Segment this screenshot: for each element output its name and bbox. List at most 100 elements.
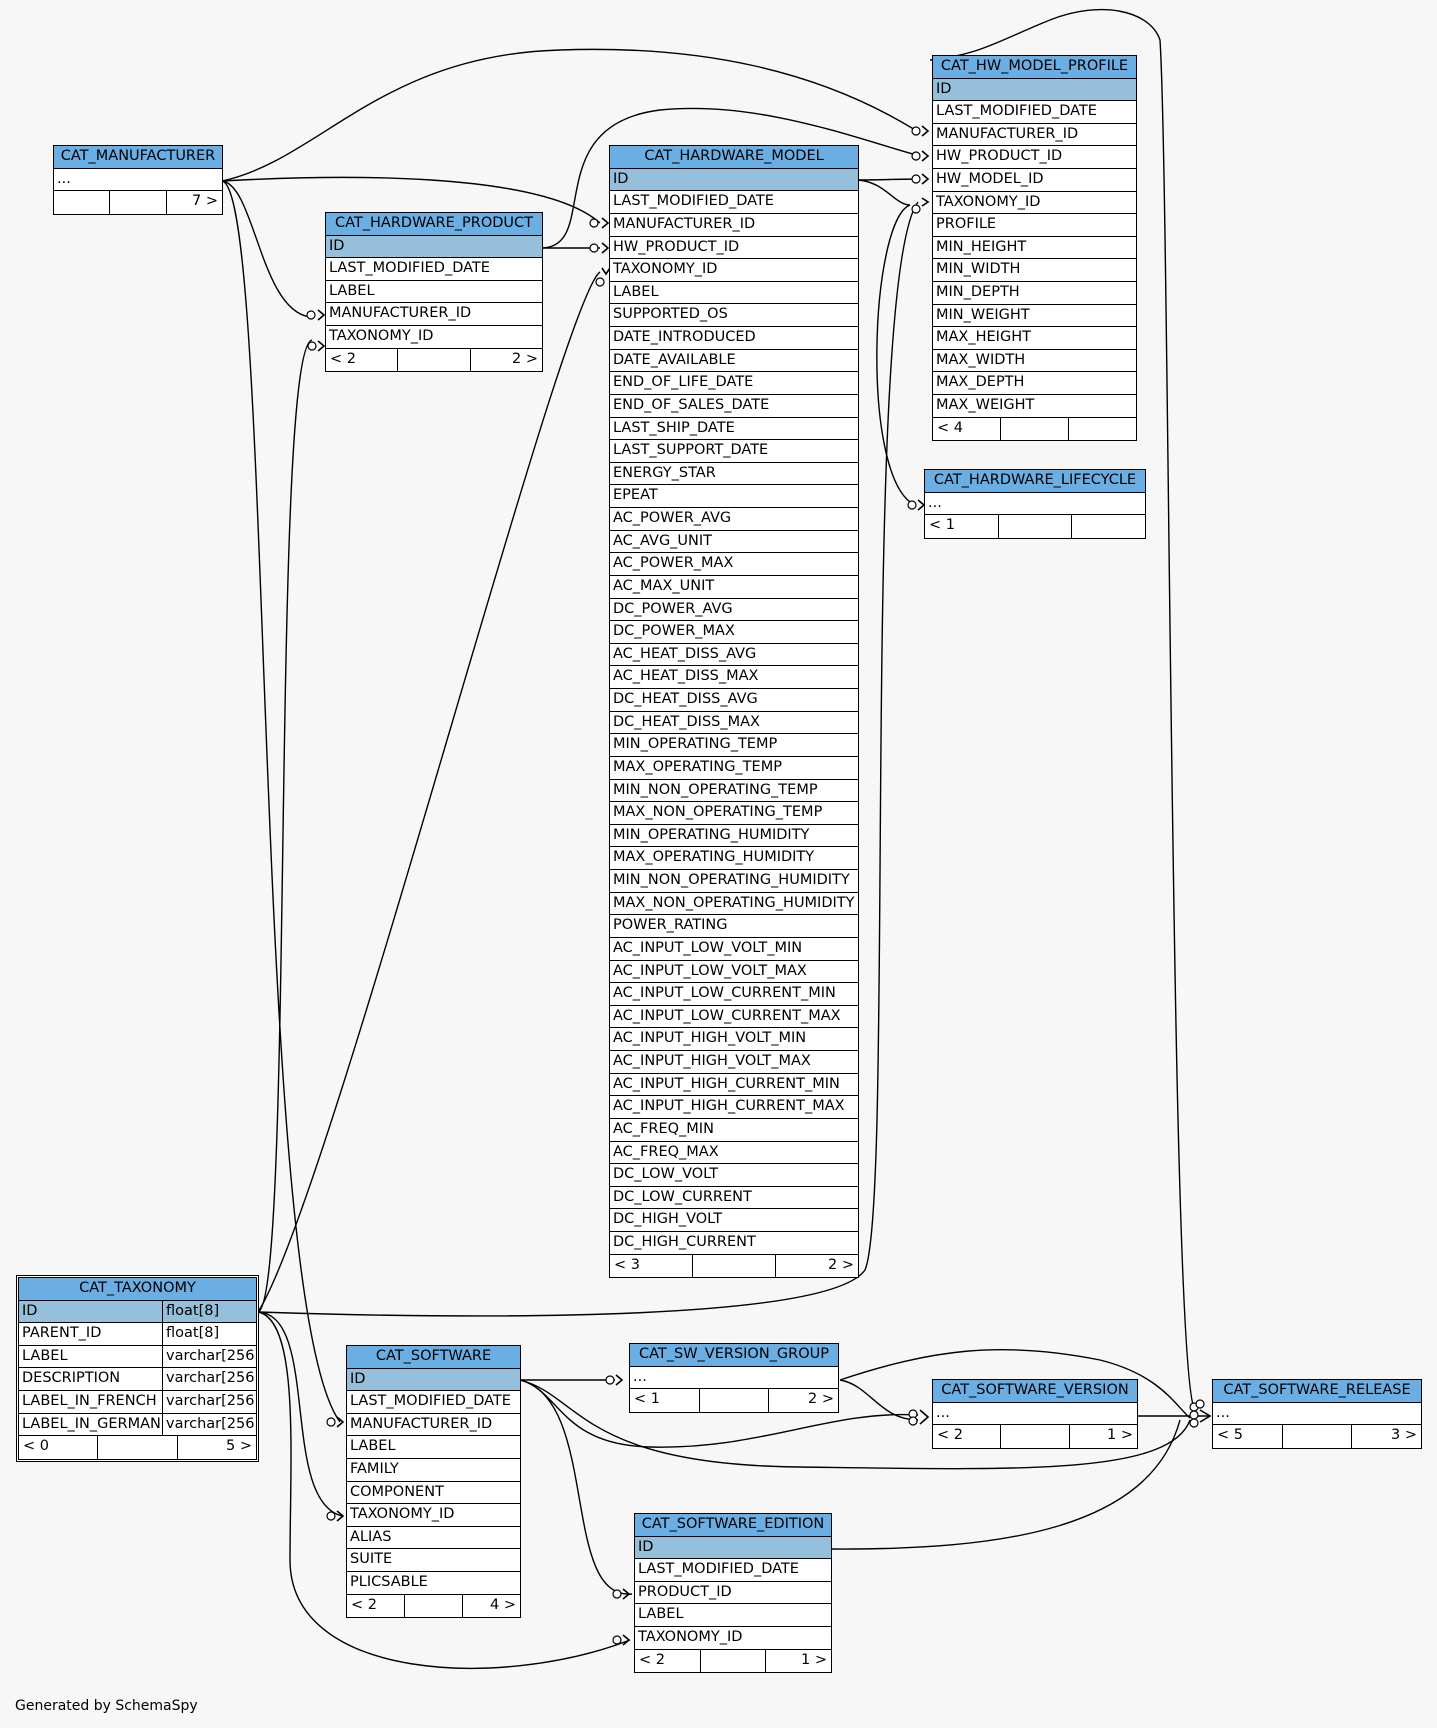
- child-count[interactable]: 5 >: [176, 1436, 256, 1459]
- column-row[interactable]: MIN_NON_OPERATING_HUMIDITY: [610, 870, 858, 893]
- column-row[interactable]: MANUFACTURER_ID: [610, 214, 858, 237]
- child-count[interactable]: 4 >: [462, 1594, 520, 1618]
- column-row[interactable]: AC_HEAT_DISS_AVG: [610, 644, 858, 667]
- column-row[interactable]: MANUFACTURER_ID: [933, 124, 1136, 147]
- column-row[interactable]: FAMILY: [347, 1459, 520, 1482]
- table-header[interactable]: CAT_SOFTWARE_RELEASE: [1213, 1380, 1421, 1403]
- column-row[interactable]: PRODUCT_ID: [635, 1582, 831, 1605]
- table-cat-software-release[interactable]: CAT_SOFTWARE_RELEASE...< 5 3 >: [1212, 1379, 1422, 1449]
- table-header[interactable]: CAT_HARDWARE_MODEL: [610, 146, 858, 169]
- column-row[interactable]: HW_PRODUCT_ID: [610, 237, 858, 260]
- column-row[interactable]: DC_LOW_VOLT: [610, 1164, 858, 1187]
- child-count[interactable]: 2 >: [768, 1389, 838, 1412]
- column-row[interactable]: TAXONOMY_ID: [326, 326, 542, 349]
- parent-count[interactable]: < 4: [937, 419, 963, 436]
- column-row[interactable]: LAST_MODIFIED_DATE: [610, 191, 858, 214]
- table-header[interactable]: CAT_MANUFACTURER: [54, 146, 222, 169]
- column-row[interactable]: MIN_OPERATING_TEMP: [610, 734, 858, 757]
- column-row[interactable]: AC_AVG_UNIT: [610, 531, 858, 554]
- table-header[interactable]: CAT_HARDWARE_LIFECYCLE: [925, 470, 1145, 493]
- column-row[interactable]: MAX_WIDTH: [933, 350, 1136, 373]
- column-row[interactable]: AC_INPUT_LOW_CURRENT_MAX: [610, 1006, 858, 1029]
- column-row[interactable]: HW_PRODUCT_ID: [933, 146, 1136, 169]
- column-row[interactable]: LAST_MODIFIED_DATE: [933, 101, 1136, 124]
- column-row[interactable]: AC_HEAT_DISS_MAX: [610, 666, 858, 689]
- primary-key-row[interactable]: ID: [635, 1536, 831, 1560]
- column-row[interactable]: ...: [933, 1403, 1137, 1426]
- table-header[interactable]: CAT_HARDWARE_PRODUCT: [326, 213, 542, 236]
- table-header[interactable]: CAT_TAXONOMY: [19, 1278, 256, 1301]
- child-count[interactable]: 3 >: [1351, 1425, 1421, 1448]
- parent-count[interactable]: < 2: [330, 350, 356, 367]
- parent-count[interactable]: < 1: [929, 517, 955, 534]
- column-row[interactable]: AC_INPUT_LOW_CURRENT_MIN: [610, 983, 858, 1006]
- parent-count[interactable]: < 1: [634, 1391, 660, 1408]
- primary-key-row[interactable]: ID: [326, 235, 542, 259]
- column-row[interactable]: AC_INPUT_LOW_VOLT_MIN: [610, 938, 858, 961]
- column-row[interactable]: POWER_RATING: [610, 915, 858, 938]
- column-row[interactable]: MIN_NON_OPERATING_TEMP: [610, 780, 858, 803]
- column-row[interactable]: DATE_AVAILABLE: [610, 350, 858, 373]
- column-row[interactable]: DC_HIGH_CURRENT: [610, 1232, 858, 1255]
- primary-key-row[interactable]: ID: [347, 1368, 520, 1392]
- column-row[interactable]: LAST_SHIP_DATE: [610, 418, 858, 441]
- parent-count[interactable]: < 2: [639, 1651, 665, 1668]
- column-row[interactable]: TAXONOMY_ID: [635, 1627, 831, 1650]
- parent-count[interactable]: < 5: [1217, 1427, 1243, 1444]
- column-row[interactable]: MIN_OPERATING_HUMIDITY: [610, 825, 858, 848]
- child-count[interactable]: 7 >: [165, 191, 222, 214]
- table-cat-hardware-lifecycle[interactable]: CAT_HARDWARE_LIFECYCLE...< 1: [924, 469, 1146, 539]
- column-row[interactable]: MIN_DEPTH: [933, 282, 1136, 305]
- column-row[interactable]: EPEAT: [610, 485, 858, 508]
- column-row[interactable]: MANUFACTURER_ID: [326, 303, 542, 326]
- column-row[interactable]: TAXONOMY_ID: [933, 192, 1136, 215]
- column-row[interactable]: AC_INPUT_HIGH_CURRENT_MIN: [610, 1074, 858, 1097]
- parent-count[interactable]: < 3: [614, 1256, 640, 1273]
- column-row[interactable]: MAX_HEIGHT: [933, 327, 1136, 350]
- column-row[interactable]: ALIAS: [347, 1527, 520, 1550]
- column-row[interactable]: TAXONOMY_ID: [347, 1504, 520, 1527]
- column-row[interactable]: ENERGY_STAR: [610, 463, 858, 486]
- column-row[interactable]: LAST_MODIFIED_DATE: [347, 1391, 520, 1414]
- child-count[interactable]: 1 >: [1068, 1425, 1137, 1448]
- child-count[interactable]: [1068, 417, 1136, 441]
- column-row[interactable]: DC_POWER_AVG: [610, 599, 858, 622]
- column-row[interactable]: MANUFACTURER_ID: [347, 1414, 520, 1437]
- column-row[interactable]: MAX_NON_OPERATING_TEMP: [610, 802, 858, 825]
- column-row[interactable]: DC_POWER_MAX: [610, 621, 858, 644]
- column-row[interactable]: DC_HEAT_DISS_AVG: [610, 689, 858, 712]
- column-row[interactable]: MIN_HEIGHT: [933, 237, 1136, 260]
- column-row[interactable]: AC_FREQ_MAX: [610, 1142, 858, 1165]
- child-count[interactable]: 1 >: [765, 1649, 831, 1673]
- column-row[interactable]: AC_INPUT_HIGH_CURRENT_MAX: [610, 1096, 858, 1119]
- column-row[interactable]: LABEL: [635, 1604, 831, 1627]
- column-row[interactable]: END_OF_LIFE_DATE: [610, 372, 858, 395]
- column-row[interactable]: MIN_WIDTH: [933, 259, 1136, 282]
- column-row[interactable]: LABEL: [347, 1436, 520, 1459]
- column-row[interactable]: ...: [630, 1367, 838, 1390]
- column-row[interactable]: ...: [1213, 1403, 1421, 1426]
- column-row[interactable]: DATE_INTRODUCED: [610, 327, 858, 350]
- column-row[interactable]: ...: [54, 169, 222, 192]
- column-row[interactable]: END_OF_SALES_DATE: [610, 395, 858, 418]
- column-row[interactable]: LABEL: [326, 281, 542, 304]
- column-row[interactable]: LAST_MODIFIED_DATE: [635, 1559, 831, 1582]
- parent-count[interactable]: < 0: [23, 1438, 49, 1455]
- column-row[interactable]: ...: [925, 493, 1145, 516]
- column-row[interactable]: COMPONENT: [347, 1482, 520, 1505]
- column-row[interactable]: SUITE: [347, 1549, 520, 1572]
- column-row[interactable]: AC_INPUT_HIGH_VOLT_MIN: [610, 1028, 858, 1051]
- column-row[interactable]: MAX_OPERATING_HUMIDITY: [610, 847, 858, 870]
- child-count[interactable]: 2 >: [775, 1254, 858, 1278]
